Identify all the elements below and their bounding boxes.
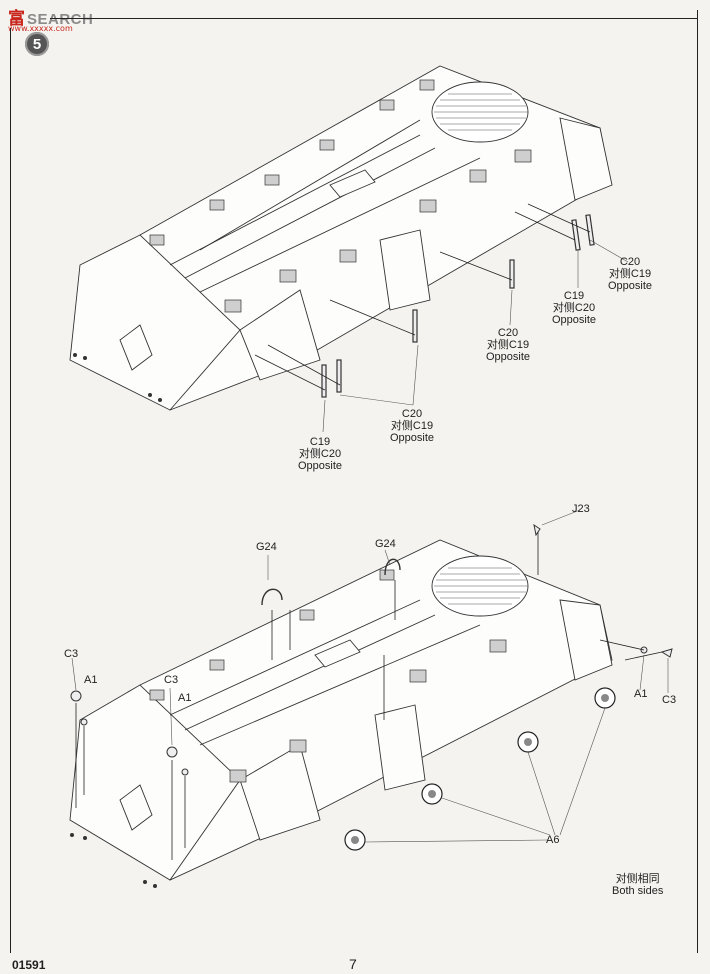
part-note-cn: 对侧C19 <box>390 420 434 432</box>
label-a1-mid: A1 <box>178 692 192 704</box>
note-both-sides-cn: 对侧相同 <box>615 873 660 885</box>
label-a1-right: A1 <box>634 688 648 700</box>
part-note-en: Opposite <box>298 460 343 472</box>
callout-c19-c20-left: C19 对侧C20 Opposite <box>298 436 342 472</box>
part-note-cn: 对侧C19 <box>486 339 530 351</box>
label-c3-left: C3 <box>64 648 79 660</box>
kit-code: 01591 <box>12 958 46 972</box>
note-both-sides-en: Both sides <box>612 885 664 897</box>
label-c3-mid: C3 <box>164 674 179 686</box>
watermark-text: SEARCH <box>27 11 94 28</box>
label-g24-right: G24 <box>375 538 396 550</box>
note-both-sides: 对侧相同 Both sides <box>612 873 663 897</box>
label-a6: A6 <box>546 834 560 846</box>
label-g24-left: G24 <box>256 541 277 553</box>
part-note-cn: 对侧C19 <box>608 268 652 280</box>
bottom-hull-body <box>69 539 613 888</box>
part-number: C20 <box>401 408 423 420</box>
part-note-cn: 对侧C20 <box>552 302 596 314</box>
page-number: 7 <box>349 956 357 972</box>
step-number-badge: 5 <box>25 32 49 56</box>
part-number: C19 <box>309 436 331 448</box>
watermark-prefix: 富 <box>8 9 25 28</box>
label-j23: J23 <box>572 503 590 515</box>
top-shock-absorbers <box>254 203 629 433</box>
part-note-en: Opposite <box>552 314 597 326</box>
callout-c20-c19-middle: C20 对侧C19 Opposite <box>486 327 530 363</box>
frame-top <box>50 18 698 19</box>
part-note-en: Opposite <box>486 351 531 363</box>
label-c3-right: C3 <box>662 694 677 706</box>
frame-left <box>10 28 11 953</box>
bottom-assembly-arrows <box>71 509 669 860</box>
part-note-en: Opposite <box>390 432 435 444</box>
label-a1-left: A1 <box>84 674 98 686</box>
part-number: C19 <box>563 290 585 302</box>
part-note-en: Opposite <box>608 280 653 292</box>
callout-c19-c20-right: C19 对侧C20 Opposite <box>552 290 596 326</box>
frame-right <box>697 10 698 953</box>
callout-c20-c19-right: C20 对侧C19 Opposite <box>608 256 652 292</box>
callout-c20-c19-left: C20 对侧C19 Opposite <box>390 408 434 444</box>
part-note-cn: 对侧C20 <box>298 448 342 460</box>
part-number: C20 <box>619 256 641 268</box>
a6-wheel-parts <box>344 687 616 851</box>
watermark-url: www.xxxxx.com <box>8 24 73 33</box>
part-number: C20 <box>497 327 519 339</box>
top-hull-body <box>69 65 613 411</box>
